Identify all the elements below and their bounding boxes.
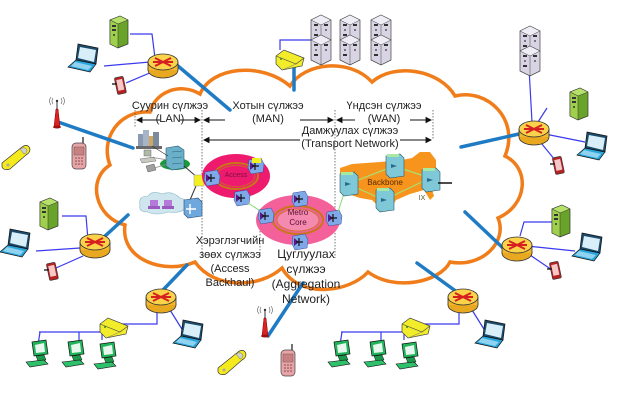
residential-cloud-icon [139, 192, 188, 215]
city-buildings-icon [136, 130, 162, 149]
ix-label: IX [418, 195, 426, 202]
server-icon [39, 197, 59, 231]
router-icon [447, 288, 479, 314]
pc-icon [395, 341, 419, 370]
server-rack-icon [371, 15, 391, 65]
lan-label: Суурин сүлжээ (LAN) [131, 100, 209, 125]
phone-icon [145, 163, 157, 173]
cluster-bottom-right [327, 288, 506, 370]
lan-site [136, 130, 205, 219]
access-ring-label: Access [224, 172, 248, 179]
server-icon [569, 87, 589, 121]
backbone-node-icon [375, 187, 395, 213]
uplink-router-right [459, 130, 530, 149]
pda-icon [546, 260, 563, 281]
router-icon [518, 120, 550, 146]
server-rack-icon [340, 15, 360, 65]
access-ring [202, 154, 270, 207]
uplink-antenna-bottom [266, 281, 305, 338]
metro-core-label: Metro Core [287, 208, 309, 227]
cluster-left-wireless [1, 96, 87, 171]
backbone-map [339, 152, 452, 213]
pda-icon [43, 261, 60, 282]
flip-phone-icon [217, 349, 247, 376]
cluster-right-lower [501, 204, 603, 281]
switch-icon [99, 317, 129, 339]
pc-icon [363, 339, 387, 368]
uplink-top-left [176, 64, 232, 112]
laptop-icon [0, 228, 31, 258]
ring-node-icon [291, 190, 309, 208]
backbone-label: Backbone [367, 178, 403, 187]
pda-icon [111, 75, 128, 96]
access-backhaul-label: Хэрэглэгчийн зөөх сүлжээ (Access Backhau… [195, 235, 265, 289]
switch-icon [275, 49, 305, 71]
switch-icon [401, 317, 431, 339]
backbone-node-icon [339, 171, 359, 197]
segment-dividers [134, 110, 434, 258]
router-icon [145, 288, 177, 314]
laptop-icon [172, 319, 204, 349]
server-rack-icon [311, 15, 331, 65]
cluster-left-lower [0, 197, 111, 282]
ring-node-icon [233, 189, 251, 207]
laptop-icon [474, 319, 506, 349]
router-icon [501, 236, 533, 262]
ring-node-icon [257, 207, 275, 225]
uplink-router-mid-right [463, 210, 505, 250]
uplink-router-bottom-right [415, 261, 459, 294]
laptop-icon [571, 232, 603, 262]
cluster-bottom-left [25, 288, 204, 370]
cluster-top-left [67, 15, 179, 96]
backbone-node-icon [421, 167, 441, 193]
router-icon [147, 53, 179, 79]
pc-icon [93, 341, 117, 370]
wan-label: Үндсэн сүлжээ (WAN) [346, 100, 422, 125]
pda-icon [549, 155, 566, 176]
ring-node-icon [325, 209, 343, 227]
server-icon [109, 15, 129, 49]
pc-icon [327, 339, 351, 368]
server-rack-icon [520, 26, 540, 76]
aggregation-network-label: Цуглуулах сүлжээ (Aggregation Network) [271, 247, 341, 306]
pc-icon [25, 339, 49, 368]
segment-arrows [135, 116, 433, 144]
backbone-node-icon [385, 153, 405, 179]
access-switch-icon [183, 197, 203, 219]
router-icon [79, 233, 111, 259]
laptop-icon [576, 131, 608, 161]
pc-icon [61, 339, 85, 368]
cell-phone-icon [280, 343, 296, 377]
cluster-bottom-center [217, 305, 296, 377]
metro-core-ring [256, 190, 343, 251]
cluster-top-center [275, 15, 391, 71]
uplink-router-bottom-left [161, 263, 189, 292]
cluster-right [518, 26, 608, 176]
uplink-lines [56, 63, 530, 338]
network-cloud-outline [94, 64, 524, 292]
laptop-icon [67, 43, 99, 73]
flip-phone-icon [1, 144, 31, 171]
office-building-icon [165, 145, 185, 171]
uplink-antenna-left [56, 120, 135, 150]
server-icon [551, 204, 571, 238]
man-label: Хотын сүлжээ (MAN) [232, 100, 304, 125]
transport-network-label: Дамжуулах сүлжээ (Transport Network) [301, 125, 399, 150]
desktop-user-icon [139, 149, 157, 164]
cell-phone-icon [71, 136, 87, 170]
